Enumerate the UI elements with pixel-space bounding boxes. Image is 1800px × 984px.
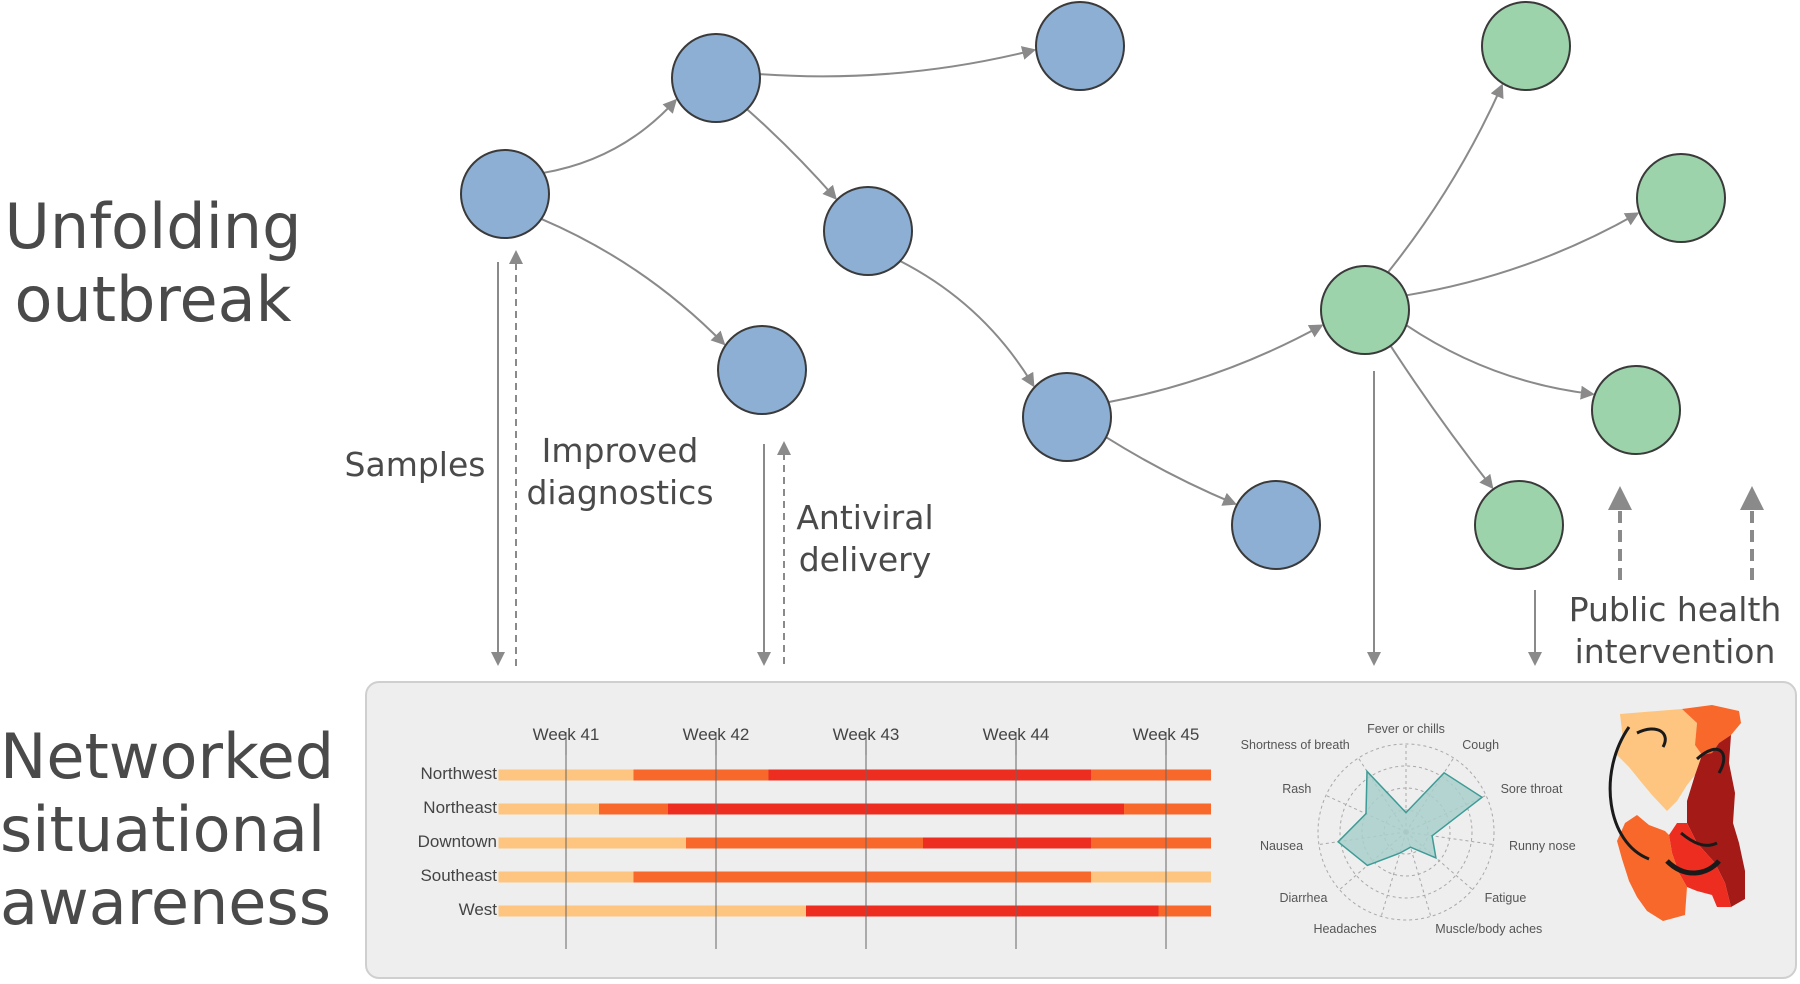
node-g3 xyxy=(1636,153,1726,243)
movement-arrow-south xyxy=(1665,859,1721,876)
week-label: Week 44 xyxy=(982,725,1050,744)
edge-b1-b2 xyxy=(543,98,678,174)
edge-g1-g4 xyxy=(1405,324,1595,400)
region-label: West xyxy=(458,900,497,919)
bar-northeast-segment-2 xyxy=(668,803,1124,815)
movement-arrow-long xyxy=(1608,726,1650,861)
edge-g1-g5 xyxy=(1389,345,1494,490)
bar-west-segment-2 xyxy=(1158,905,1211,917)
movement-arrow-northeast xyxy=(1695,747,1726,774)
edge-b1-b3 xyxy=(540,217,726,346)
map-west-region xyxy=(1617,815,1687,921)
public-health-line-2: intervention xyxy=(1574,632,1776,672)
week-label: Week 45 xyxy=(1132,725,1200,744)
node-g2 xyxy=(1481,1,1571,91)
radar-axis-label: Nausea xyxy=(1259,838,1304,853)
map-southeast-region xyxy=(1669,823,1731,907)
bar-west-segment-1 xyxy=(806,905,1159,917)
radar-axis-label: Diarrhea xyxy=(1279,890,1328,905)
radar-ring-3 xyxy=(1339,765,1473,899)
radar-axis-label: Sore throat xyxy=(1500,781,1563,796)
bar-downtown-segment-3 xyxy=(1091,837,1211,849)
samples-text: Samples xyxy=(344,445,486,484)
node-g4 xyxy=(1591,365,1681,455)
networked-awareness-label: Networked situational awareness xyxy=(0,720,335,940)
radar-axis-label: Fever or chills xyxy=(1367,722,1445,736)
bar-northwest-segment-2 xyxy=(768,769,1091,781)
bar-downtown-segment-0 xyxy=(498,837,686,849)
region-label: Downtown xyxy=(417,832,497,851)
edge-b6-b7 xyxy=(1105,436,1237,506)
diagnostics-line-1: Improved xyxy=(541,431,699,470)
antiviral-line-2: delivery xyxy=(798,540,932,580)
regional-map xyxy=(1608,705,1745,921)
edge-b5-b6 xyxy=(899,260,1035,388)
situational-awareness-dashboard: Week 41 Week 42 Week 43 Week 44 Week 45 North… xyxy=(365,681,1797,979)
bottom-label-line-2: situational xyxy=(0,793,326,867)
radar-axis-label: Runny nose xyxy=(1508,838,1576,853)
bar-downtown-segment-1 xyxy=(686,837,923,849)
region-label: Southeast xyxy=(420,866,497,885)
radar-axis-label: Rash xyxy=(1282,781,1312,796)
information-flow-arrows xyxy=(491,250,1764,666)
edge-g1-g3 xyxy=(1406,212,1640,297)
bar-northwest-segment-1 xyxy=(633,769,769,781)
node-b3 xyxy=(717,325,807,415)
antiviral-line-1: Antiviral xyxy=(796,498,934,537)
bar-northeast-segment-3 xyxy=(1124,803,1211,815)
unfolding-outbreak-label: Unfolding outbreak xyxy=(0,190,306,336)
bar-downtown-segment-2 xyxy=(923,837,1091,849)
week-label: Week 41 xyxy=(532,725,600,744)
edge-b6-g1 xyxy=(1108,324,1324,404)
bar-northwest-segment-3 xyxy=(1091,769,1211,781)
bar-northeast-segment-0 xyxy=(498,803,599,815)
top-label-line-2: outbreak xyxy=(14,263,292,337)
radar-axis-label: Fatigue xyxy=(1484,890,1527,905)
diagnostics-label: Improved diagnostics xyxy=(520,430,720,514)
week-label: Week 43 xyxy=(832,725,900,744)
edge-b2-b5 xyxy=(746,108,837,200)
radar-axis-label: Shortness of breath xyxy=(1240,738,1350,753)
node-b5 xyxy=(823,186,913,276)
bottom-label-line-3: awareness xyxy=(0,866,332,940)
week-label: Week 42 xyxy=(682,725,750,744)
region-label: Northeast xyxy=(423,798,497,817)
map-northwest-region xyxy=(1615,709,1702,811)
node-b1 xyxy=(460,149,550,239)
radar-symptom-shape xyxy=(1336,769,1484,867)
bar-northeast-segment-1 xyxy=(599,803,668,815)
radar-axis-label: Muscle/body aches xyxy=(1435,921,1543,936)
node-b4 xyxy=(1035,1,1125,91)
radar-axis-label: Cough xyxy=(1462,738,1500,753)
public-health-line-1: Public health xyxy=(1568,590,1782,629)
bar-west-segment-0 xyxy=(498,905,806,917)
public-health-label: Public health intervention xyxy=(1560,589,1790,673)
movement-arrows xyxy=(1608,726,1726,876)
bottom-label-line-1: Networked xyxy=(0,720,335,793)
samples-label: Samples xyxy=(340,444,490,486)
map-northeast-region xyxy=(1682,705,1741,755)
top-label-line-1: Unfolding xyxy=(4,190,302,263)
radar-axis-label: Headaches xyxy=(1313,921,1377,936)
bar-southeast-segment-1 xyxy=(633,871,1091,883)
bar-southeast-segment-2 xyxy=(1091,871,1211,883)
edge-g1-g2 xyxy=(1387,83,1504,274)
dashboard-graphics xyxy=(498,705,1745,949)
map-downtown-region xyxy=(1687,735,1745,907)
edge-b2-b4 xyxy=(759,46,1037,78)
node-b2 xyxy=(671,33,761,123)
region-label: Northwest xyxy=(420,764,497,783)
node-b7 xyxy=(1231,480,1321,570)
diagnostics-line-2: diagnostics xyxy=(526,473,714,513)
movement-arrow-central xyxy=(1680,831,1718,847)
node-g1 xyxy=(1320,265,1410,355)
node-b6 xyxy=(1022,372,1112,462)
antiviral-label: Antiviral delivery xyxy=(790,497,940,581)
movement-arrow-northwest xyxy=(1636,727,1667,748)
radar-ring-4 xyxy=(1317,743,1495,921)
node-g5 xyxy=(1474,480,1564,570)
